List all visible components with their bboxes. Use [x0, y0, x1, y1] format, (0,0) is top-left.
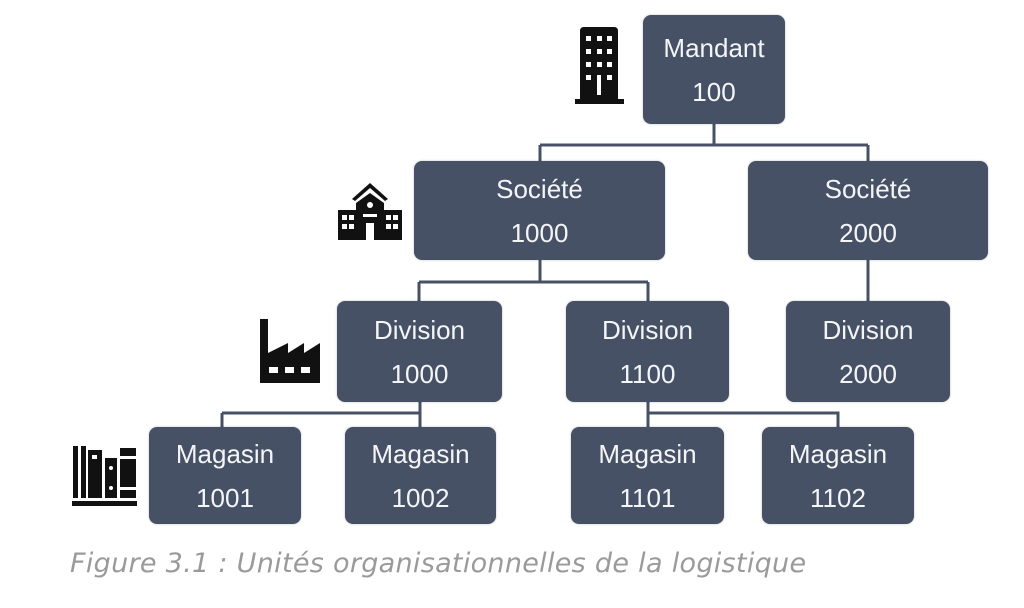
node-label: Magasin	[598, 438, 697, 469]
node-magasin-1002: Magasin 1002	[345, 427, 496, 524]
office-building-icon	[575, 27, 624, 104]
node-label: Division	[373, 314, 466, 345]
connector-societe1000	[417, 260, 650, 301]
connector-division1100	[646, 402, 840, 427]
connector-division1000	[220, 402, 422, 427]
node-magasin-1101: Magasin 1101	[571, 427, 724, 524]
node-label: Société	[496, 173, 583, 204]
node-division-1100: Division 1100	[566, 301, 729, 402]
node-code: 2000	[839, 217, 897, 248]
node-magasin-1001: Magasin 1001	[149, 427, 301, 524]
node-code: 1000	[390, 358, 449, 389]
node-societe-1000: Société 1000	[414, 161, 665, 260]
bookshelf-icon	[72, 446, 137, 506]
node-division-2000: Division 2000	[786, 301, 950, 402]
node-mandant-100: Mandant 100	[643, 15, 785, 124]
node-label: Magasin	[175, 438, 275, 469]
figure-caption: Figure 3.1 : Unités organisationnelles d…	[70, 548, 807, 579]
node-label: Magasin	[371, 438, 470, 469]
node-code: 100	[692, 76, 736, 107]
node-label: Mandant	[663, 32, 765, 63]
connector-mandant	[538, 124, 870, 161]
node-code: 1102	[810, 482, 866, 513]
node-code: 2000	[839, 358, 897, 389]
node-code: 1101	[619, 482, 676, 513]
factory-icon	[260, 319, 320, 383]
node-code: 1001	[196, 482, 254, 513]
node-magasin-1102: Magasin 1102	[762, 427, 914, 524]
node-label: Magasin	[788, 438, 888, 469]
node-label: Division	[601, 314, 694, 345]
node-label: Société	[824, 173, 912, 204]
node-label: Division	[822, 314, 914, 345]
node-code: 1002	[391, 482, 450, 513]
node-code: 1100	[619, 358, 676, 389]
node-division-1000: Division 1000	[337, 301, 502, 402]
node-code: 1000	[510, 217, 569, 248]
node-societe-2000: Société 2000	[748, 161, 988, 260]
school-building-icon	[338, 183, 402, 240]
